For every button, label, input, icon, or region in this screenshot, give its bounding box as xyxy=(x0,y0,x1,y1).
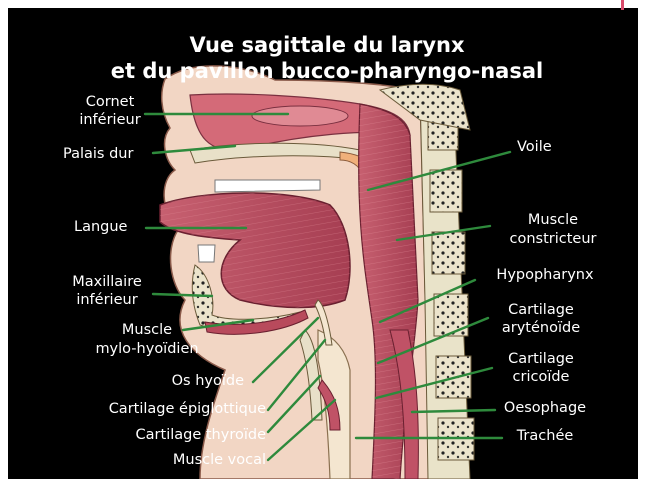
upper-teeth xyxy=(215,180,320,192)
label-muscle-vocal: Muscle vocal xyxy=(173,452,266,468)
title-line-2: et du pavillon bucco-pharyngo-nasal xyxy=(111,59,543,83)
label-voile: Voile xyxy=(517,139,552,155)
label-trachee: Trachée xyxy=(516,428,574,444)
label-cartilage-epiglottique: Cartilage épiglottique xyxy=(109,401,266,417)
label-mylo-line1: Muscle xyxy=(122,322,172,338)
label-oesophage: Oesophage xyxy=(504,400,586,416)
label-constricteur-line2: constricteur xyxy=(510,231,597,247)
right-labels: Voile Muscle constricteur Hypopharynx Ca… xyxy=(496,139,596,444)
title-line-1: Vue sagittale du larynx xyxy=(189,33,465,57)
label-cartilage-thyroide: Cartilage thyroïde xyxy=(136,427,267,443)
label-cornet-line2: inférieur xyxy=(79,112,140,128)
label-constricteur-line1: Muscle xyxy=(528,212,578,228)
label-hypopharynx: Hypopharynx xyxy=(496,267,594,283)
label-arytenoide-line2: aryténoïde xyxy=(502,320,580,336)
nasal-concha xyxy=(252,106,348,126)
label-maxillaire-line2: inférieur xyxy=(76,292,137,308)
label-mylo-line2: mylo-hyoïdien xyxy=(95,341,198,357)
label-cornet-line1: Cornet xyxy=(86,94,135,110)
label-arytenoide-line1: Cartilage xyxy=(508,302,574,318)
label-cricoide-line2: cricoïde xyxy=(513,369,570,385)
label-langue: Langue xyxy=(74,219,128,235)
label-os-hyoide: Os hyoïde xyxy=(172,373,244,389)
label-palais-dur: Palais dur xyxy=(63,146,133,162)
lower-teeth xyxy=(198,245,215,262)
label-maxillaire-line1: Maxillaire xyxy=(72,274,142,290)
label-cricoide-line1: Cartilage xyxy=(508,351,574,367)
